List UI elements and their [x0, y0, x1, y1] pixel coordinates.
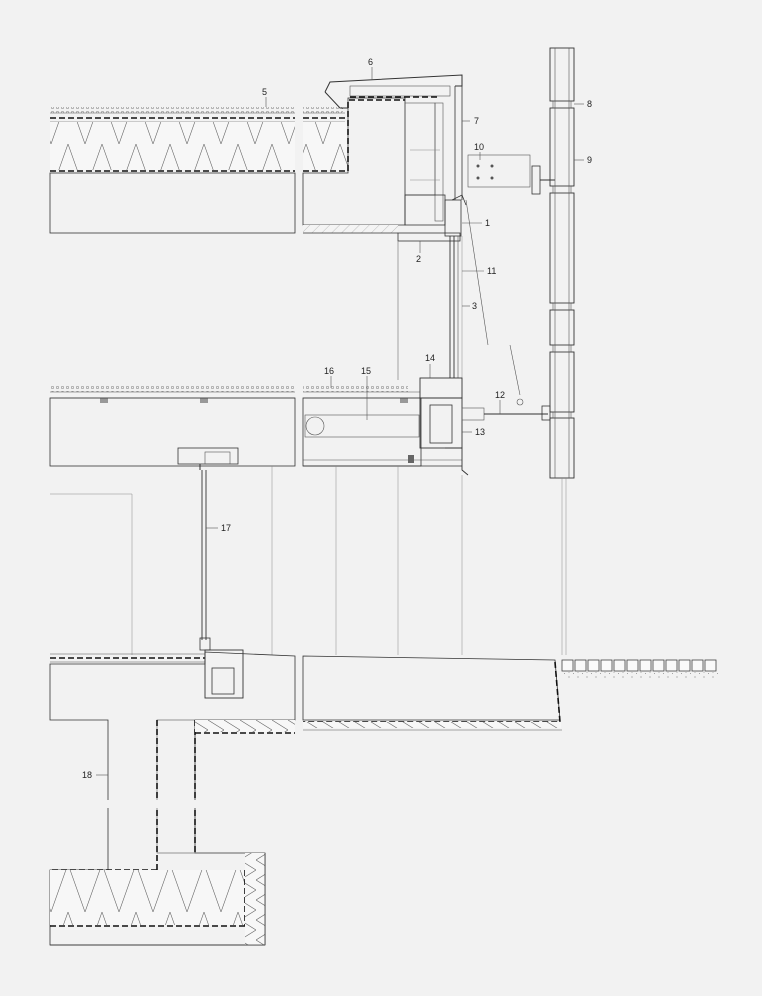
callout-18: 18	[82, 770, 92, 780]
callout-13: 13	[475, 427, 485, 437]
facade-panel-stack	[549, 47, 575, 655]
callout-11: 11	[487, 266, 496, 276]
callout-5: 5	[262, 87, 267, 97]
callout-15: 15	[361, 366, 371, 376]
roof-build-up	[49, 74, 555, 242]
callout-1: 1	[485, 218, 490, 228]
callout-8: 8	[587, 99, 592, 109]
callout-10: 10	[474, 142, 484, 152]
callout-labels: 6 5 7 8 9 10 1 2 11 3 14 15 16 12 13 17 …	[82, 57, 592, 780]
callout-3: 3	[472, 301, 477, 311]
glazing-frame	[397, 199, 524, 406]
callout-12: 12	[495, 390, 505, 400]
reference-lines	[50, 241, 463, 655]
callout-14: 14	[425, 353, 435, 363]
callout-9: 9	[587, 155, 592, 165]
callout-16: 16	[324, 366, 334, 376]
callout-6: 6	[368, 57, 373, 67]
ground-floor-foundation	[49, 640, 718, 946]
callout-7: 7	[474, 116, 479, 126]
callout-17: 17	[221, 523, 231, 533]
callout-2: 2	[416, 254, 421, 264]
glass-partition	[199, 470, 211, 651]
intermediate-floor	[49, 377, 551, 476]
leader-lines	[96, 67, 584, 776]
break-gaps	[296, 100, 302, 470]
